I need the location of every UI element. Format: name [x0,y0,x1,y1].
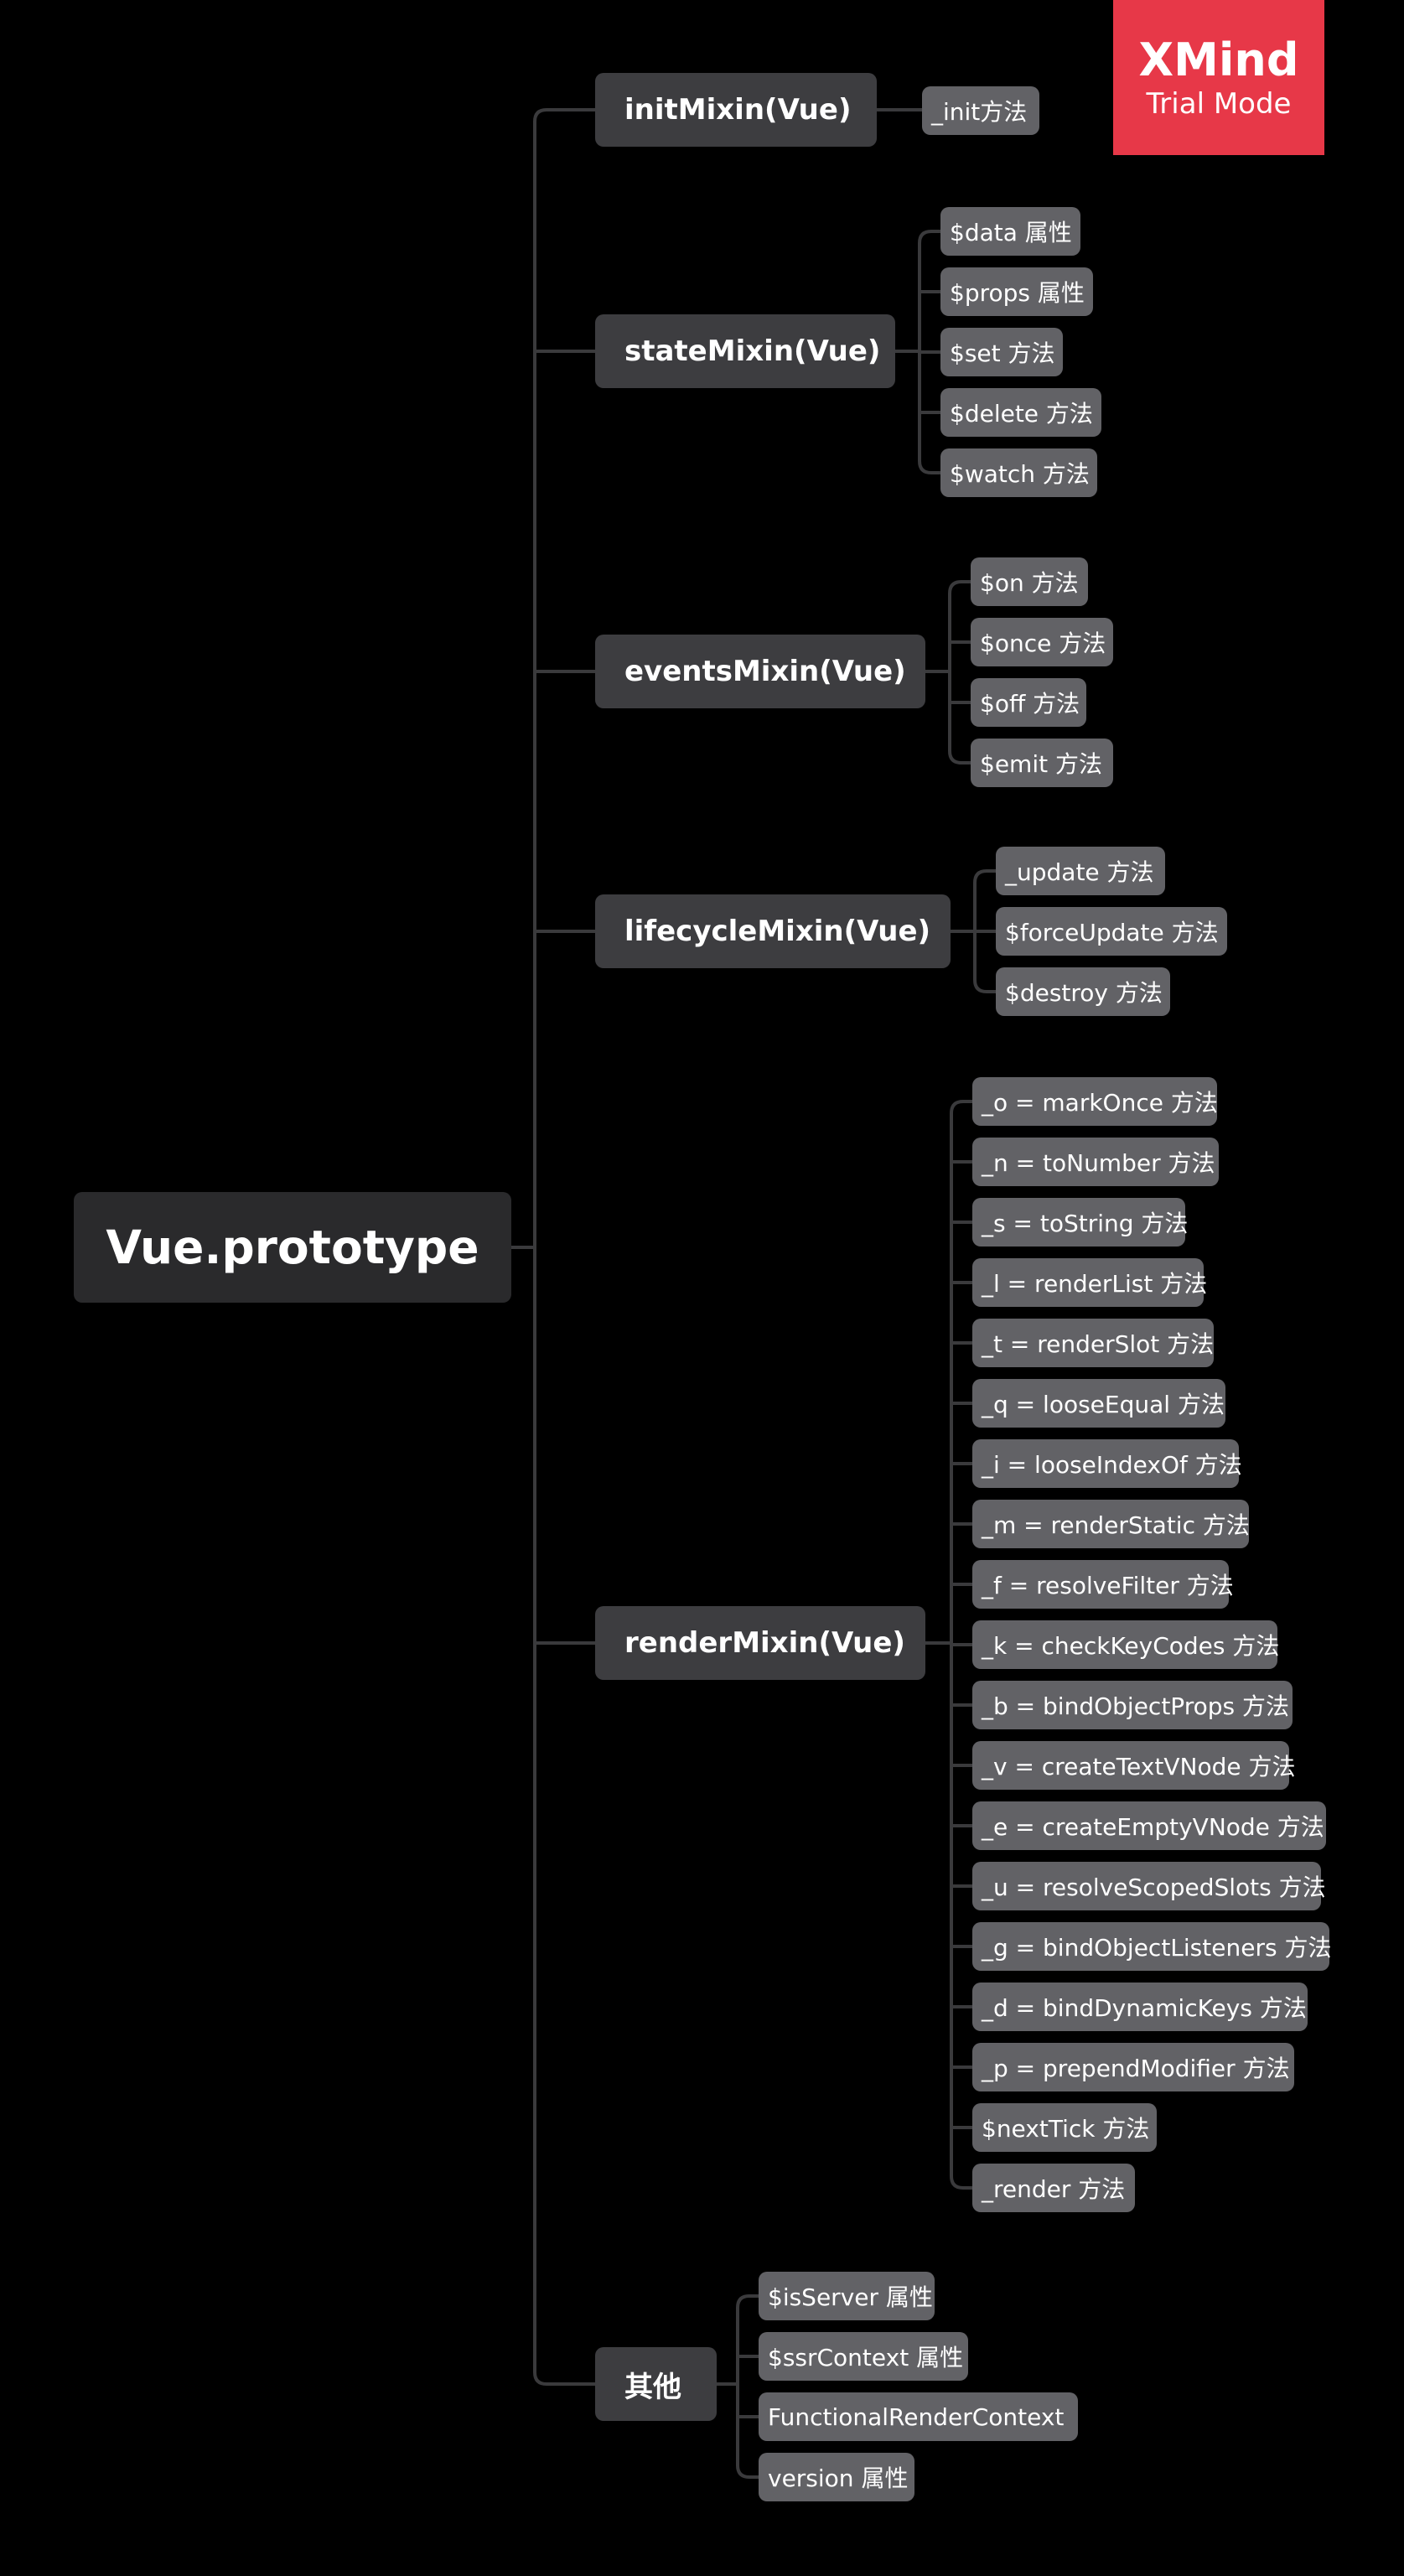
leaf-topic[interactable]: _e = createEmptyVNode 方法 [972,1801,1326,1850]
leaf-topic[interactable]: _s = toString 方法 [972,1198,1188,1247]
leaf-topic[interactable]: _t = renderSlot 方法 [972,1319,1214,1367]
leaf-topic[interactable]: $ssrContext 属性 [759,2332,968,2381]
leaf-topic[interactable]: _q = looseEqual 方法 [972,1379,1225,1428]
leaf-topic[interactable]: $forceUpdate 方法 [996,907,1227,956]
leaf-topic[interactable]: $on 方法 [971,557,1088,606]
leaf-topic[interactable]: $destroy 方法 [996,967,1170,1016]
leaf-topic[interactable]: $off 方法 [971,678,1086,727]
leaf-topic[interactable]: _f = resolveFilter 方法 [972,1560,1234,1609]
leaf-connector [948,580,971,594]
leaf-connector [973,869,996,884]
leaf-topic[interactable]: $props 属性 [940,267,1093,316]
leaf-topic[interactable]: $data 属性 [940,207,1080,256]
leaf-topic[interactable]: _v = createTextVNode 方法 [972,1741,1295,1790]
leaf-topic[interactable]: _k = checkKeyCodes 方法 [972,1620,1279,1669]
leaf-topic[interactable]: _init方法 [922,86,1039,135]
branch-topic[interactable]: renderMixin(Vue) [595,1606,925,1680]
branch-connector [533,2371,595,2386]
leaf-topic[interactable]: _l = renderList 方法 [972,1258,1207,1307]
leaf-topic[interactable]: FunctionalRenderContext [759,2392,1078,2441]
leaf-topic[interactable]: $emit 方法 [971,739,1113,787]
leaf-topic[interactable]: _g = bindObjectListeners 方法 [972,1922,1331,1971]
leaf-topic[interactable]: $isServer 属性 [759,2272,935,2320]
leaf-topic[interactable]: version 属性 [759,2453,914,2501]
leaf-connector [736,2294,759,2309]
leaf-topic[interactable]: _p = prependModifier 方法 [972,2043,1294,2091]
branch-connector [533,108,595,122]
leaf-connector [918,460,940,474]
leaf-connector [950,2175,972,2190]
leaf-topic[interactable]: $delete 方法 [940,388,1101,437]
badge-mode: Trial Mode [1146,87,1292,121]
leaf-topic[interactable]: $once 方法 [971,618,1113,666]
leaf-topic[interactable]: _n = toNumber 方法 [972,1138,1219,1186]
leaf-topic[interactable]: _u = resolveScopedSlots 方法 [972,1862,1326,1910]
branch-topic[interactable]: initMixin(Vue) [595,73,877,147]
branch-topic[interactable]: lifecycleMixin(Vue) [595,894,951,968]
leaf-connector [973,979,996,993]
leaf-topic[interactable]: $nextTick 方法 [972,2103,1157,2152]
leaf-topic[interactable]: _render 方法 [972,2164,1135,2212]
leaf-topic[interactable]: $watch 方法 [940,448,1097,497]
branch-topic[interactable]: 其他 [595,2347,717,2421]
branch-topic[interactable]: stateMixin(Vue) [595,314,895,388]
xmind-trial-badge: XMind Trial Mode [1113,0,1324,155]
leaf-topic[interactable]: _o = markOnce 方法 [972,1077,1218,1126]
leaf-topic[interactable]: _d = bindDynamicKeys 方法 [972,1983,1308,2031]
leaf-topic[interactable]: $set 方法 [940,328,1063,376]
branch-topic[interactable]: eventsMixin(Vue) [595,635,925,708]
leaf-connector [948,750,971,765]
leaf-topic[interactable]: _update 方法 [996,847,1165,895]
root-topic[interactable]: Vue.prototype [74,1192,511,1303]
badge-brand: XMind [1138,34,1299,86]
leaf-connector [950,1100,972,1114]
leaf-topic[interactable]: _b = bindObjectProps 方法 [972,1681,1293,1729]
leaf-topic[interactable]: _m = renderStatic 方法 [972,1500,1250,1548]
leaf-topic[interactable]: _i = looseIndexOf 方法 [972,1439,1242,1488]
leaf-connector [736,2465,759,2479]
leaf-connector [918,230,940,244]
